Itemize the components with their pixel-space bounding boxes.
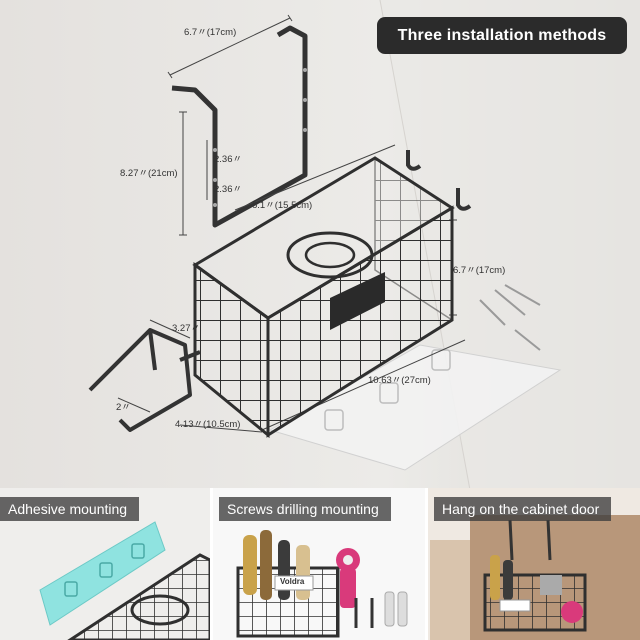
panel-label-screws: Screws drilling mounting bbox=[219, 497, 391, 521]
dimension-basket-depth: 4.13〃(10.5cm) bbox=[175, 419, 241, 430]
panel-screws: Screws drilling mounting bbox=[213, 488, 425, 640]
panel-cabinet: Hang on the cabinet door bbox=[428, 488, 640, 640]
dimension-hook-gap: 2〃 bbox=[116, 402, 131, 413]
dimension-top-width: 6.7〃(17cm) bbox=[184, 27, 237, 38]
dimension-hook-depth: 3.27〃 bbox=[172, 323, 200, 334]
screws bbox=[479, 284, 541, 351]
panel-adhesive: Adhesive mounting bbox=[0, 488, 210, 640]
panel-label-adhesive: Adhesive mounting bbox=[0, 497, 140, 521]
product-tag: Voldra bbox=[280, 577, 305, 586]
adhesive-plate bbox=[268, 344, 562, 471]
dimension-hole-gap-lower: 2.36〃 bbox=[214, 184, 242, 195]
dimension-hook-height: 8.27〃(21cm) bbox=[120, 168, 178, 179]
plate-hooks bbox=[324, 349, 451, 431]
panel-label-cabinet: Hang on the cabinet door bbox=[434, 497, 612, 521]
title-badge: Three installation methods bbox=[377, 17, 627, 54]
wire-basket bbox=[192, 156, 455, 439]
small-hooks bbox=[406, 150, 472, 211]
dimension-inner-width: 6.1〃(15.5cm) bbox=[252, 200, 313, 211]
side-bracket bbox=[88, 328, 201, 432]
dimension-hole-gap-upper: 2.36〃 bbox=[214, 154, 242, 165]
dimension-basket-height: 6.7〃(17cm) bbox=[453, 265, 506, 276]
dimension-basket-length: 10.63〃(27cm) bbox=[368, 375, 431, 386]
